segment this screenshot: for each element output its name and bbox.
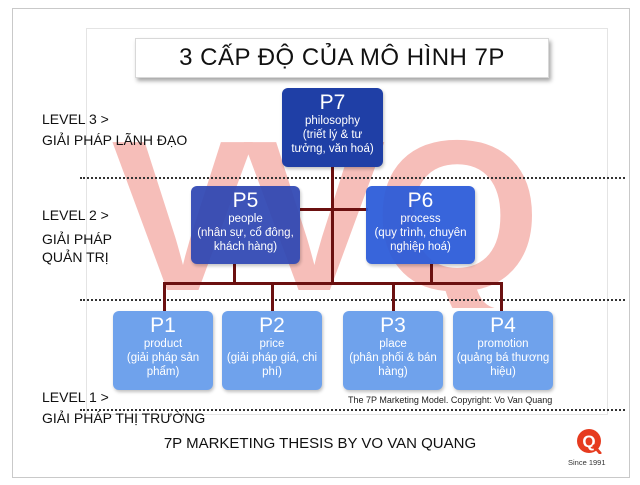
level-3-tag: LEVEL 3 > bbox=[42, 111, 109, 127]
node-p5-code: P5 bbox=[232, 189, 259, 212]
level-1-name: GIẢI PHÁP THỊ TRƯỜNG bbox=[42, 410, 206, 426]
node-p3-desc: (phân phối & bán hàng) bbox=[349, 352, 437, 378]
connector-p5-p6 bbox=[300, 208, 368, 211]
node-p3-name: place bbox=[379, 338, 407, 350]
node-p7-code: P7 bbox=[319, 91, 346, 114]
node-p1: P1 product (giải pháp sản phẩm) bbox=[113, 311, 213, 390]
level-2-tag: LEVEL 2 > bbox=[42, 207, 109, 223]
node-p1-code: P1 bbox=[150, 314, 176, 337]
node-p4-name: promotion bbox=[477, 338, 529, 350]
connector-p3 bbox=[392, 282, 395, 312]
diagram-area bbox=[86, 28, 608, 415]
connector-bottom-bar bbox=[163, 282, 502, 285]
logo-mark: Q bbox=[582, 432, 595, 451]
connector-p7-trunk bbox=[331, 166, 334, 210]
node-p6-code: P6 bbox=[407, 189, 434, 212]
connector-p5-down bbox=[233, 264, 236, 284]
node-p1-name: product bbox=[143, 338, 183, 350]
level-1-tag: LEVEL 1 > bbox=[42, 389, 109, 405]
node-p7: P7 philosophy (triết lý & tư tưởng, văn … bbox=[282, 88, 383, 167]
since-label: Since 1991 bbox=[568, 458, 606, 467]
level-2-label: LEVEL 2 > GIẢI PHÁP QUẢN TRỊ bbox=[42, 206, 112, 266]
connector-p6-down bbox=[430, 264, 433, 284]
connector-p2 bbox=[271, 282, 274, 312]
node-p2-code: P2 bbox=[259, 314, 285, 337]
connector-trunk-lower bbox=[331, 208, 334, 284]
level-divider-bottom bbox=[80, 409, 625, 411]
footer-caption: 7P MARKETING THESIS BY VO VAN QUANG bbox=[163, 435, 477, 452]
level-2-name-line1: GIẢI PHÁP bbox=[42, 231, 113, 247]
level-divider-2-1 bbox=[80, 299, 625, 301]
level-divider-3-2 bbox=[80, 177, 625, 179]
node-p3: P3 place (phân phối & bán hàng) bbox=[343, 311, 443, 390]
node-p6-desc: (quy trình, chuyên nghiệp hoá) bbox=[374, 227, 467, 253]
node-p7-desc: (triết lý & tư tưởng, văn hoá) bbox=[291, 129, 374, 155]
node-p7-name: philosophy bbox=[305, 115, 360, 127]
node-p2: P2 price (giải pháp giá, chi phí) bbox=[222, 311, 322, 390]
node-p4-code: P4 bbox=[490, 314, 516, 337]
level-3-name: GIẢI PHÁP LÃNH ĐẠO bbox=[42, 132, 188, 148]
node-p4: P4 promotion (quảng bá thương hiệu) bbox=[453, 311, 553, 390]
node-p5: P5 people (nhân sự, cổ đông, khách hàng) bbox=[191, 186, 300, 264]
node-p1-desc: (giải pháp sản phẩm) bbox=[126, 352, 200, 378]
node-p5-name: people bbox=[228, 213, 263, 225]
node-p3-code: P3 bbox=[380, 314, 406, 337]
copyright-note: The 7P Marketing Model. Copyright: Vo Va… bbox=[348, 395, 553, 405]
level-3-label: LEVEL 3 > GIẢI PHÁP LÃNH ĐẠO bbox=[42, 110, 187, 149]
node-p5-desc: (nhân sự, cổ đông, khách hàng) bbox=[197, 227, 294, 253]
level-1-label: LEVEL 1 > GIẢI PHÁP THỊ TRƯỜNG bbox=[42, 388, 205, 427]
node-p6: P6 process (quy trình, chuyên nghiệp hoá… bbox=[366, 186, 475, 264]
connector-p4 bbox=[500, 282, 503, 312]
level-2-name-line2: QUẢN TRỊ bbox=[42, 249, 109, 265]
brand-logo-icon: Q bbox=[577, 429, 602, 454]
page-title: 3 CẤP ĐỘ CỦA MÔ HÌNH 7P bbox=[135, 38, 549, 78]
connector-p1 bbox=[163, 282, 166, 312]
node-p2-name: price bbox=[259, 338, 285, 350]
slide-frame bbox=[12, 8, 630, 478]
node-p4-desc: (quảng bá thương hiệu) bbox=[456, 352, 550, 378]
node-p6-name: process bbox=[400, 213, 441, 225]
node-p2-desc: (giải pháp giá, chi phí) bbox=[226, 352, 318, 378]
